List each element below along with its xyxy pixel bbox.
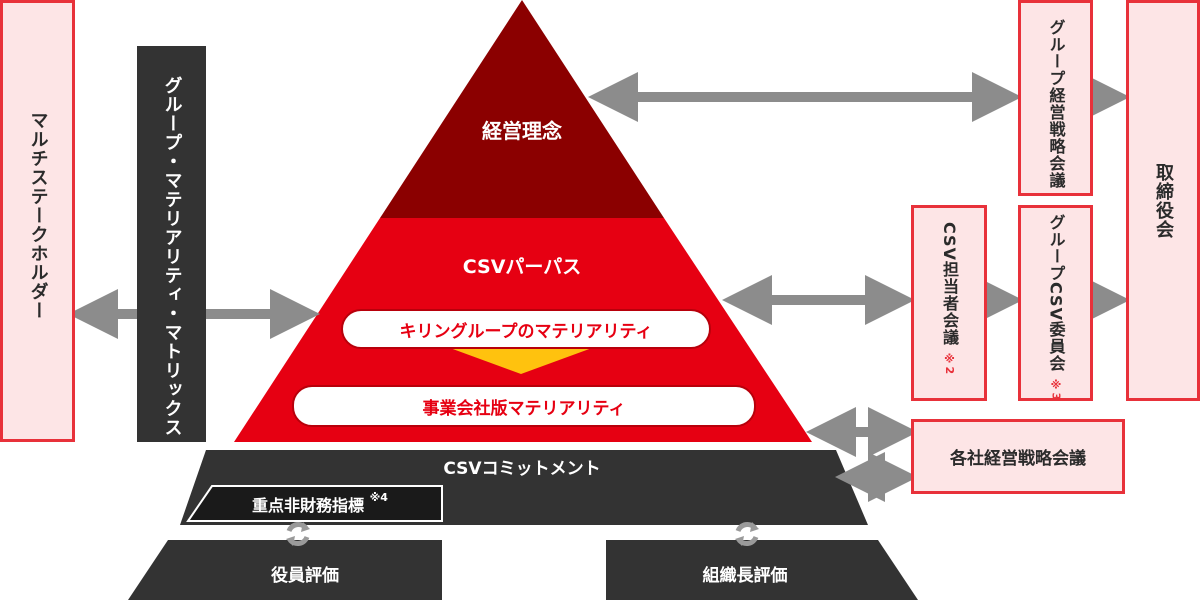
csv-officers-footnote: ※2 [943, 352, 956, 376]
group-strategy-label: グループ経営戦略会議 [1046, 19, 1066, 189]
refresh-cycle-icon-left [286, 522, 310, 546]
csv-officers-label: CSV担当者会議 ※2 [940, 222, 959, 376]
pyramid-middle-label: CSVパーパス [462, 255, 582, 278]
board-box: 取締役会 [1126, 0, 1200, 401]
group-materiality-pill: キリングループのマテリアリティ [341, 309, 711, 349]
eval-right-label: 組織長評価 [702, 565, 788, 586]
pyramid-top-label: 経営理念 [482, 118, 562, 143]
kpi-label: 重点非財務指標 ※4 [252, 491, 388, 515]
group-csv-committee-label: グループCSV委員会 ※3 [1046, 214, 1066, 402]
group-strategy-box: グループ経営戦略会議 [1018, 0, 1093, 196]
eval-left-label: 役員評価 [271, 565, 339, 586]
stakeholders-label: マルチステークホルダー [27, 111, 49, 320]
commitment-label: CSVコミットメント [443, 458, 601, 479]
materiality-matrix-box: グループ・マテリアリティ・マトリックス ※1 [137, 46, 206, 467]
kpi-footnote: ※4 [369, 491, 388, 504]
group-csv-committee-box: グループCSV委員会 ※3 [1018, 205, 1093, 401]
company-strategy-label: 各社経営戦略会議 [950, 449, 1086, 469]
company-materiality-pill: 事業会社版マテリアリティ [292, 385, 756, 427]
materiality-connector-shape [450, 348, 592, 374]
refresh-cycle-icon-right [735, 522, 759, 546]
eval-left-shape [128, 540, 442, 600]
csv-officers-box: CSV担当者会議 ※2 [911, 205, 987, 401]
company-strategy-box: 各社経営戦略会議 [911, 419, 1125, 494]
eval-right-shape [606, 540, 918, 600]
board-label: 取締役会 [1153, 163, 1174, 239]
kpi-box-shape [186, 485, 443, 522]
materiality-matrix-label: グループ・マテリアリティ・マトリックス ※1 [161, 76, 183, 467]
pyramid-top-shape [380, 0, 664, 218]
stakeholders-box: マルチステークホルダー [0, 0, 75, 442]
matrix-footnote: ※1 [165, 444, 179, 467]
group-csv-footnote: ※3 [1049, 378, 1063, 402]
